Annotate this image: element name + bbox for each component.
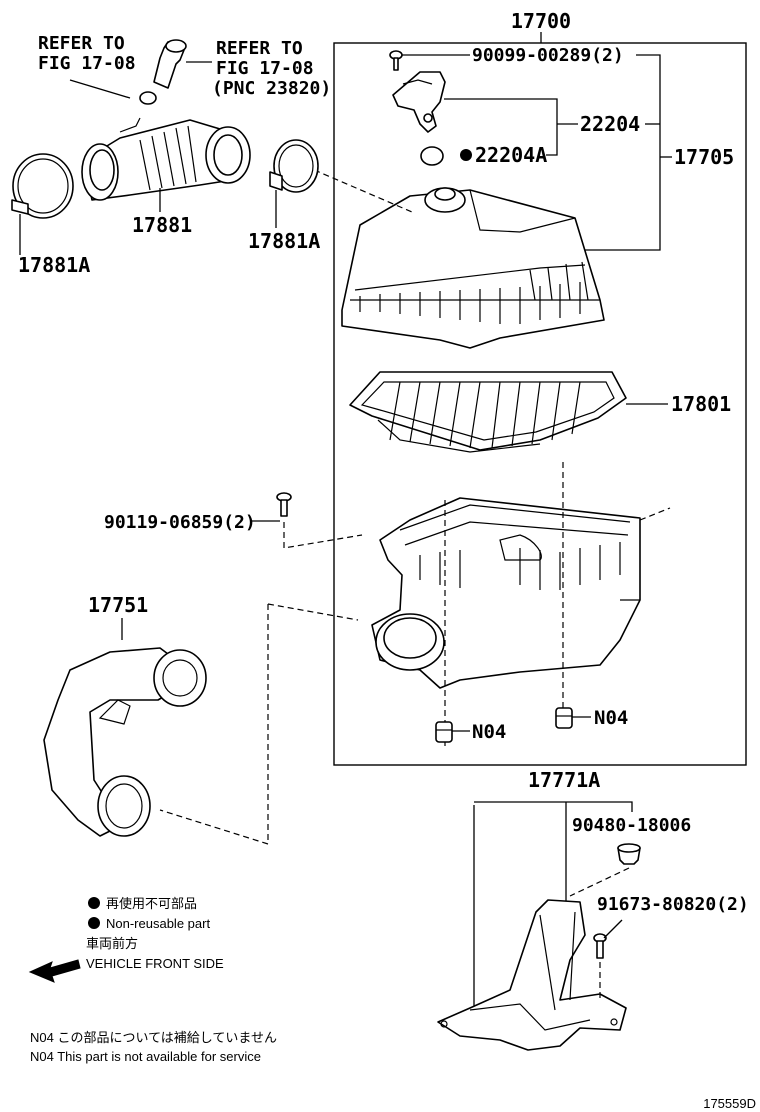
legend-nonreusable-jp: 再使用不可部品 <box>106 896 197 911</box>
label-22204a: 22204A <box>475 143 547 167</box>
air-inlet-duct-17751[interactable] <box>43 647 207 837</box>
grommet-90480[interactable] <box>617 843 641 865</box>
screw-90119[interactable] <box>276 492 292 517</box>
note-n04-en: N04 This part is not available for servi… <box>30 1049 261 1064</box>
label-22204: 22204 <box>580 112 640 136</box>
air-intake-hose-17881[interactable] <box>81 117 251 201</box>
label-17771a: 17771A <box>528 768 600 792</box>
label-17751: 17751 <box>88 593 148 617</box>
screw-90099[interactable] <box>389 50 403 71</box>
mass-air-flow-sensor-22204[interactable] <box>392 71 446 133</box>
pcv-hose-ref[interactable] <box>153 39 187 89</box>
label-n04-left: N04 <box>472 721 506 743</box>
legend-dot-jp <box>88 897 100 909</box>
label-90099: 90099-00289(2) <box>472 45 624 66</box>
legend-front-en: VEHICLE FRONT SIDE <box>86 956 224 971</box>
note-n04-jp: N04 この部品については補給していません <box>30 1030 277 1045</box>
air-filter-element-17801[interactable] <box>349 371 627 453</box>
assembly-17700-box <box>333 42 747 766</box>
front-arrow-icon <box>28 959 81 983</box>
label-90480: 90480-18006 <box>572 815 691 836</box>
label-17801: 17801 <box>671 392 731 416</box>
bracket-17771a[interactable] <box>437 899 627 1051</box>
label-n04-right: N04 <box>594 707 628 729</box>
ref1-line1: REFER TO <box>38 33 125 54</box>
hose-clamp-17881a-left[interactable] <box>11 153 74 219</box>
nonreusable-dot-22204a <box>460 149 472 161</box>
label-17700: 17700 <box>511 9 571 33</box>
label-17881a-right: 17881A <box>248 229 320 253</box>
label-17705: 17705 <box>674 145 734 169</box>
legend-dot-en <box>88 917 100 929</box>
ref2-line2: FIG 17-08 <box>216 58 314 79</box>
label-17881a-left: 17881A <box>18 253 90 277</box>
label-90119: 90119-06859(2) <box>104 512 256 533</box>
air-cleaner-cap-17705[interactable] <box>341 187 605 349</box>
legend-nonreusable-en: Non-reusable part <box>106 916 210 931</box>
hose-clip-ref[interactable] <box>139 91 157 105</box>
hose-clamp-17881a-right[interactable] <box>269 139 319 193</box>
grommet-n04-right[interactable] <box>555 707 573 729</box>
grommet-n04-left[interactable] <box>435 721 453 743</box>
ref1-line2: FIG 17-08 <box>38 53 136 74</box>
label-17881: 17881 <box>132 213 192 237</box>
o-ring-22204a[interactable] <box>420 146 444 166</box>
ref2-line1: REFER TO <box>216 38 303 59</box>
air-cleaner-case-17700[interactable] <box>371 497 641 689</box>
figure-id: 175559D <box>703 1096 756 1111</box>
legend-front-jp: 車両前方 <box>86 936 138 951</box>
label-91673: 91673-80820(2) <box>597 894 749 915</box>
ref2-line3: (PNC 23820) <box>212 78 331 99</box>
bolt-91673[interactable] <box>593 933 607 959</box>
